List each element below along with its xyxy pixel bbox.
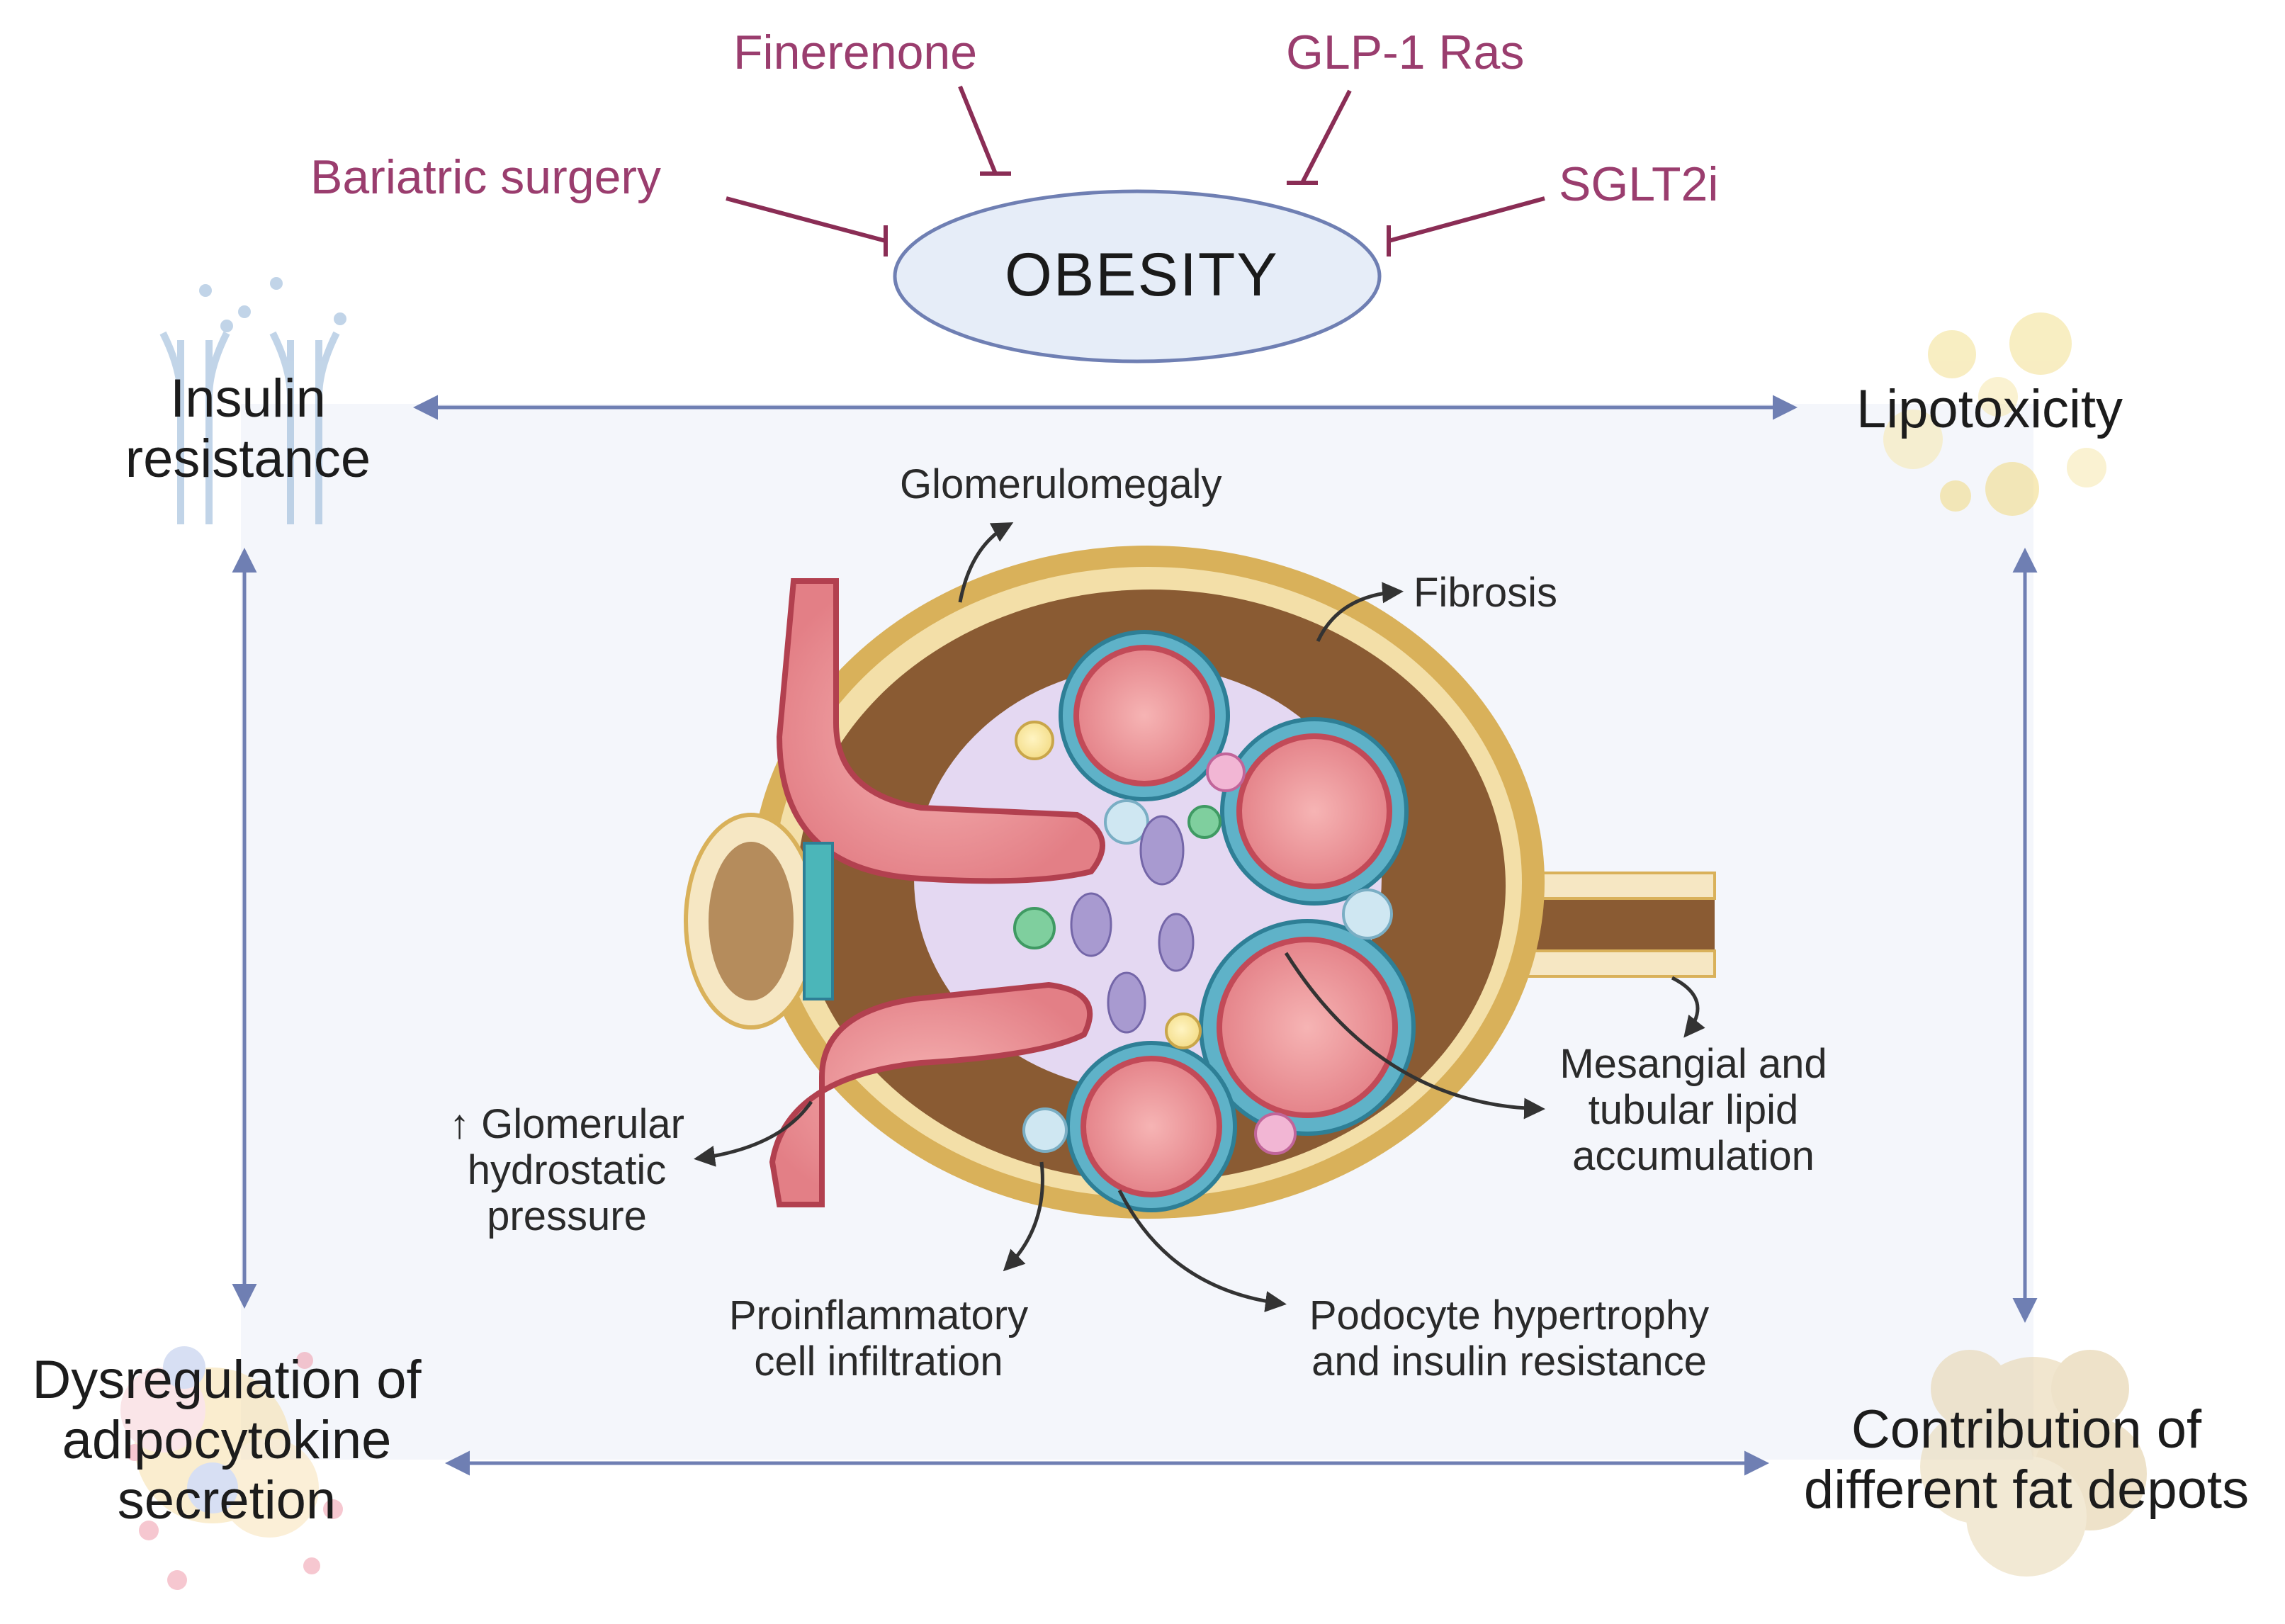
mesangial-line-3: accumulation [1572,1132,1815,1179]
hydrostatic-line-1: ↑ Glomerular [449,1101,684,1147]
annotation-arrows [694,522,1705,1312]
sglt2i-label: SGLT2i [1559,157,1719,211]
lipid-droplets-icon [1883,312,2106,516]
adipocytokine-line-1: Dysregulation of [32,1350,422,1410]
fat-depots-line-1: Contribution of [1851,1399,2202,1460]
fibrosis-arrow [1316,582,1404,643]
mesangial-line-2: tubular lipid [1588,1086,1799,1133]
insulin-receptor-icon [159,277,346,524]
mesangial-lipid-label: Mesangial and tubular lipid accumulation [1530,1041,1856,1180]
adipocytokine-label: Dysregulation of adipocytokine secretion [14,1350,439,1530]
inhibition-lines [726,85,1545,256]
bariatric-surgery-label: Bariatric surgery [310,150,662,204]
proinflammatory-arrow [1003,1161,1044,1272]
capillary-loops [1059,630,1416,1212]
proinflammatory-line-2: cell infiltration [754,1338,1003,1385]
podocyte-label: Podocyte hypertrophy and insulin resista… [1275,1292,1743,1385]
insulin-resistance-label: Insulin resistance [113,368,383,489]
hydrostatic-pressure-label: ↑ Glomerular hydrostatic pressure [418,1101,716,1240]
glp1-inhibit-line [1300,89,1352,184]
glp1-label: GLP-1 Ras [1286,26,1525,79]
hydrostatic-line-2: hydrostatic [467,1146,667,1193]
mesangial-line-1: Mesangial and [1559,1041,1827,1087]
fat-depots-line-2: different fat depots [1803,1460,2250,1521]
glomerulus-illustration [684,546,1716,1219]
adipocytokine-line-3: secretion [117,1470,337,1531]
proinflammatory-label: Proinflammatory cell infiltration [694,1292,1063,1385]
insulin-resistance-line-2: resistance [125,429,371,490]
finerenone-label: Finerenone [733,26,978,79]
adipocyte-cluster-icon [120,1346,343,1590]
obesity-ellipse [893,189,1382,363]
podocyte-line-1: Podocyte hypertrophy [1309,1292,1710,1338]
fibrosis-label: Fibrosis [1414,570,1558,616]
hydrostatic-arrow [694,1100,813,1167]
proinflammatory-line-1: Proinflammatory [728,1292,1029,1338]
cells [1013,721,1393,1155]
podocyte-line-2: and insulin resistance [1311,1338,1707,1385]
lipotoxicity-label: Lipotoxicity [1856,379,2123,439]
macula-densa [684,813,834,1030]
adipocytokine-line-2: adipocytokine [62,1410,392,1471]
fat-depots-label: Contribution of different fat depots [1778,1399,2274,1520]
fat-depot-icon [1920,1350,2147,1577]
mesangial-arrow [1284,952,1545,1120]
hydrostatic-line-3: pressure [487,1192,647,1239]
tubular-arrow [1671,976,1705,1038]
glomerulomegaly-arrow [958,522,1014,603]
frame-arrows [232,395,2038,1476]
glomerulomegaly-label: Glomerulomegaly [900,461,1222,507]
sglt2i-inhibit-line [1388,196,1545,243]
bariatric-inhibit-line [726,196,886,243]
podocyte-arrow [1117,1189,1287,1312]
insulin-resistance-line-1: Insulin [170,368,326,429]
finerenone-inhibit-line [958,85,998,175]
obesity-label: OBESITY [1005,241,1279,309]
